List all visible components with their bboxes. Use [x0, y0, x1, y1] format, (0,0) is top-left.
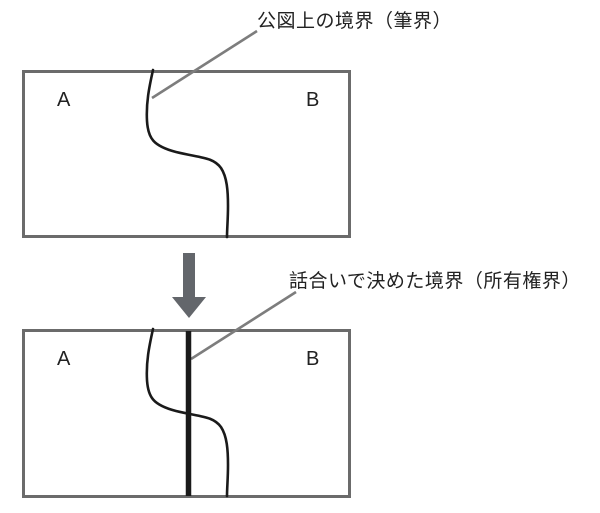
registered-boundary-caption: 公図上の境界（筆界）	[257, 11, 453, 32]
parcel-rect-bottom: A B	[22, 329, 351, 498]
parcel-rect-top: A B	[22, 70, 351, 238]
parcel-label-b-top: B	[306, 89, 320, 111]
parcel-label-a-bottom: A	[57, 348, 71, 370]
parcel-label-b-bottom: B	[306, 348, 320, 370]
parcel-label-a-top: A	[57, 89, 71, 111]
agreed-boundary-caption: 話合いで決めた境界（所有権界）	[289, 271, 581, 292]
down-arrow-icon	[172, 253, 206, 318]
